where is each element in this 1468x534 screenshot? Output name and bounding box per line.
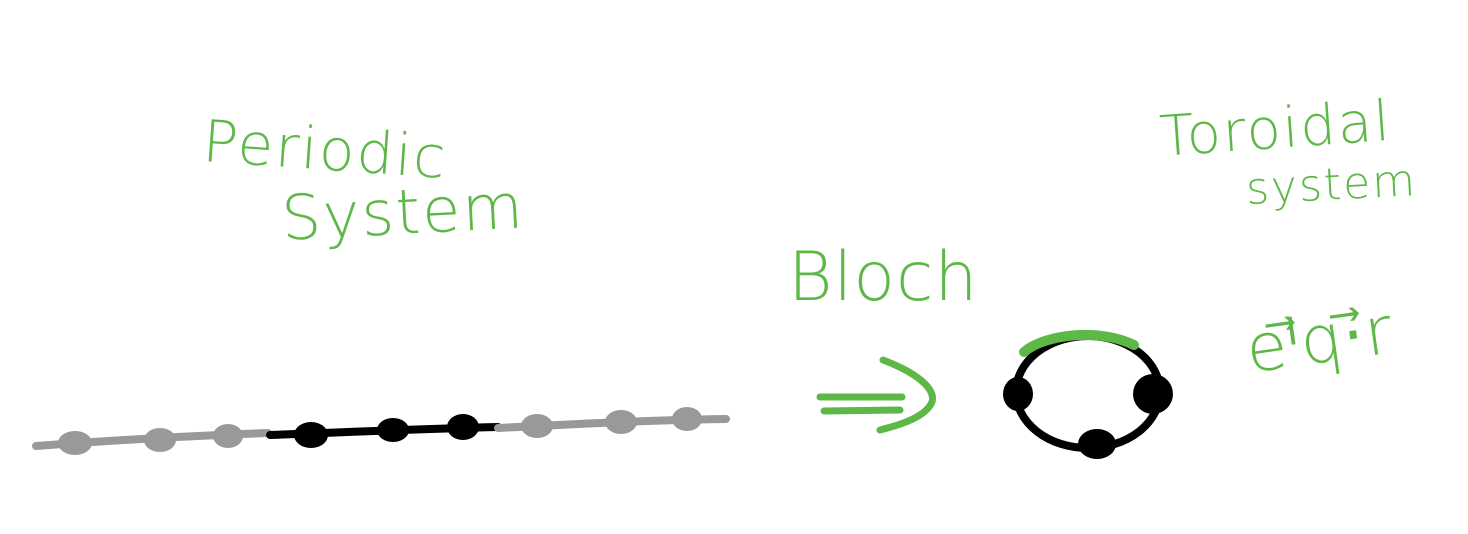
toroidal-system-title-line2: system <box>1244 155 1419 215</box>
atom-black-3 <box>447 414 479 440</box>
ring-atom-right <box>1133 374 1173 414</box>
atom-grey-6 <box>672 407 702 431</box>
periodic-system-title-line2: System <box>279 169 527 255</box>
ring-green-arc <box>1019 330 1139 357</box>
toroidal-ring <box>1003 330 1173 459</box>
atom-grey-1 <box>58 431 92 455</box>
bloch-phase-factor: eⁱ⃗q·⃗r <box>1241 291 1398 389</box>
atom-black-1 <box>294 422 328 448</box>
toroidal-system-title-line1: Toroidal <box>1157 88 1394 170</box>
arrow-head <box>876 356 936 434</box>
bloch-label: Bloch <box>788 238 979 317</box>
atom-black-2 <box>377 418 409 442</box>
atom-grey-2 <box>144 428 176 452</box>
atom-grey-4 <box>521 414 553 438</box>
atom-grey-5 <box>605 410 637 434</box>
arrow-shaft-bottom <box>820 406 904 415</box>
ring-atom-bottom <box>1078 429 1116 459</box>
implies-arrow <box>816 356 936 434</box>
atom-grey-3 <box>213 424 243 448</box>
periodic-chain-left-grey <box>32 424 272 455</box>
ring-atom-left <box>1003 377 1033 411</box>
periodic-chain-unit-cell <box>266 414 502 448</box>
periodic-chain-right-grey <box>494 407 730 438</box>
